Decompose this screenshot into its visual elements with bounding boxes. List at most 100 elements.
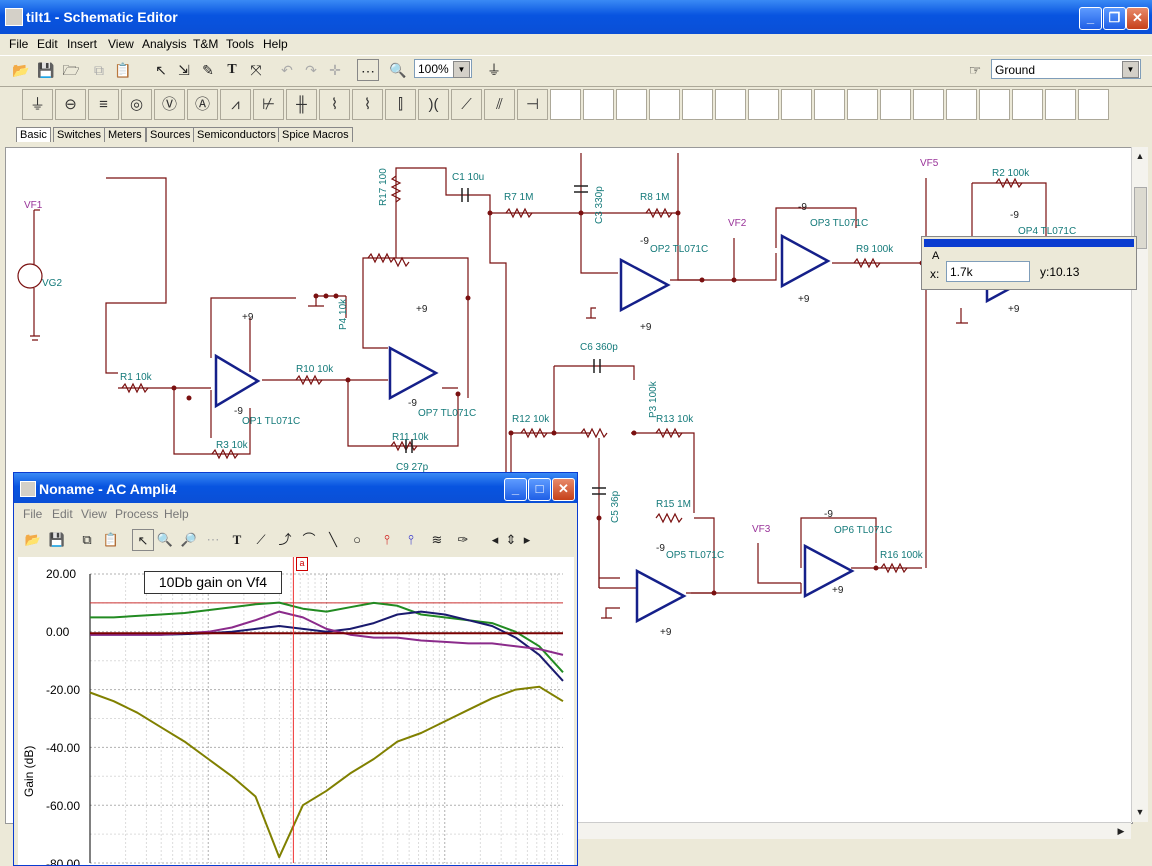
- menu-view[interactable]: View: [108, 37, 134, 51]
- tab-switches[interactable]: Switches: [53, 127, 106, 142]
- wire-select-icon[interactable]: ⇲: [178, 62, 190, 78]
- tab-meters[interactable]: Meters: [104, 127, 146, 142]
- resistor-icon[interactable]: ⩘: [220, 89, 251, 120]
- horizontal-scrollbar[interactable]: ▶: [576, 822, 1131, 839]
- tab-basic[interactable]: Basic: [16, 127, 51, 142]
- paste-icon[interactable]: 📋: [102, 532, 120, 547]
- label-r9[interactable]: R9 100k: [856, 244, 894, 255]
- analysis-menu-process[interactable]: Process: [115, 507, 159, 521]
- analysis-menu-edit[interactable]: Edit: [52, 507, 73, 521]
- label-r15[interactable]: R15 1M: [656, 499, 691, 510]
- label-r17[interactable]: R17 100: [378, 168, 389, 206]
- label-p3[interactable]: P3 100k: [648, 380, 659, 418]
- analysis-window-icon[interactable]: [20, 481, 36, 497]
- open-folder-icon[interactable]: 🗁: [62, 62, 80, 78]
- label-c9[interactable]: C9 27p: [396, 462, 429, 473]
- coupled-inductor-icon[interactable]: )(: [418, 89, 449, 120]
- scroll-down-icon[interactable]: ▼: [1135, 807, 1145, 817]
- open-icon[interactable]: 📂: [24, 532, 42, 547]
- potentiometer-icon[interactable]: ⊬: [253, 89, 284, 120]
- label-vg2[interactable]: VG2: [42, 278, 62, 289]
- ammeter-icon[interactable]: Ⓐ: [187, 89, 218, 120]
- chevron-down-icon[interactable]: ▼: [453, 61, 470, 78]
- scroll-right-icon[interactable]: ▶: [1117, 826, 1125, 836]
- label-vf1[interactable]: VF1: [24, 200, 43, 211]
- label-vf3[interactable]: VF3: [752, 524, 771, 535]
- cursor-a-tag[interactable]: a: [296, 557, 308, 571]
- menu-file[interactable]: File: [9, 37, 29, 51]
- label-r8[interactable]: R8 1M: [640, 192, 669, 203]
- label-r11[interactable]: R11 10k: [392, 432, 430, 443]
- junction-icon[interactable]: ✛: [329, 62, 341, 78]
- select-arrow-icon[interactable]: ↖: [155, 62, 167, 78]
- tab-sources[interactable]: Sources: [146, 127, 195, 142]
- undo-icon[interactable]: ↶: [281, 62, 293, 78]
- cursor-a-icon[interactable]: ⫯: [384, 532, 390, 547]
- shape-tool-icon[interactable]: ⌒: [302, 532, 316, 547]
- zoom-select[interactable]: 100%▼: [414, 59, 472, 78]
- grid-icon[interactable]: ⋯: [206, 532, 220, 547]
- label-r2[interactable]: R2 100k: [992, 168, 1030, 179]
- label-c3[interactable]: C3 330p: [594, 186, 605, 224]
- zoom-in-icon[interactable]: 🔍: [156, 532, 174, 547]
- label-r12[interactable]: R12 10k: [512, 414, 550, 425]
- text-tool-icon[interactable]: T: [232, 532, 242, 547]
- label-c1[interactable]: C1 10u: [452, 172, 484, 183]
- component-select[interactable]: Ground▼: [991, 59, 1141, 79]
- menu-tm[interactable]: T&M: [193, 37, 219, 51]
- wire-tool-icon[interactable]: ⤧: [250, 62, 262, 78]
- analysis-menu-file[interactable]: File: [23, 507, 43, 521]
- analysis-probe-icon[interactable]: ⏚: [487, 62, 501, 78]
- voltage-source-icon[interactable]: ⊖: [55, 89, 86, 120]
- text-tool-icon[interactable]: T: [227, 62, 237, 77]
- menu-edit[interactable]: Edit: [37, 37, 58, 51]
- label-op6[interactable]: OP6 TL071C: [834, 525, 892, 536]
- circle-tool-icon[interactable]: ○: [353, 532, 361, 547]
- menu-analysis[interactable]: Analysis: [142, 37, 187, 51]
- switch-icon[interactable]: ⟋: [451, 89, 482, 120]
- menu-help[interactable]: Help: [263, 37, 288, 51]
- menu-tools[interactable]: Tools: [226, 37, 255, 51]
- arrow-right-icon[interactable]: ▸: [523, 532, 531, 547]
- curves-icon[interactable]: ≋: [431, 532, 443, 547]
- capacitor-icon[interactable]: ╫: [286, 89, 317, 120]
- arrow-left-icon[interactable]: ◂: [491, 532, 499, 547]
- analysis-close-button[interactable]: ✕: [552, 478, 575, 501]
- probe-icon[interactable]: ✑: [457, 532, 469, 547]
- analysis-minimize-button[interactable]: _: [504, 478, 527, 501]
- label-op5[interactable]: OP5 TL071C: [666, 550, 724, 561]
- cursor-x-input[interactable]: 1.7k: [946, 261, 1030, 282]
- select-ground-icon[interactable]: ☞: [968, 62, 982, 78]
- label-r13[interactable]: R13 10k: [656, 414, 694, 425]
- label-vf2[interactable]: VF2: [728, 218, 747, 229]
- label-vf5[interactable]: VF5: [920, 158, 939, 169]
- label-p4[interactable]: P4 10k: [338, 298, 349, 330]
- chevron-down-icon[interactable]: ▼: [1122, 61, 1139, 78]
- paste-icon[interactable]: 📋: [114, 62, 132, 78]
- tab-semiconductors[interactable]: Semiconductors: [193, 127, 280, 142]
- vertical-scrollbar[interactable]: ▲ ▼: [1131, 147, 1148, 822]
- app-icon[interactable]: [5, 8, 23, 26]
- line-tool-icon[interactable]: ⟋: [256, 532, 266, 547]
- current-source-icon[interactable]: ◎: [121, 89, 152, 120]
- label-op7[interactable]: OP7 TL071C: [418, 408, 476, 419]
- label-c6[interactable]: C6 360p: [580, 342, 618, 353]
- ground-icon[interactable]: ⏚: [22, 89, 53, 120]
- label-r7[interactable]: R7 1M: [504, 192, 533, 203]
- label-op3[interactable]: OP3 TL071C: [810, 218, 868, 229]
- restore-button[interactable]: ❐: [1103, 7, 1126, 30]
- open-icon[interactable]: 📂: [12, 62, 30, 78]
- analysis-maximize-button[interactable]: □: [528, 478, 551, 501]
- close-button[interactable]: ✕: [1126, 7, 1149, 30]
- analysis-menu-view[interactable]: View: [81, 507, 107, 521]
- analysis-menu-help[interactable]: Help: [164, 507, 189, 521]
- label-r1[interactable]: R1 10k: [120, 372, 153, 383]
- tab-spice-macros[interactable]: Spice Macros: [278, 127, 353, 142]
- transformer-icon[interactable]: ⫿: [385, 89, 416, 120]
- zoom-icon[interactable]: 🔍: [389, 62, 407, 78]
- variable-capacitor-icon[interactable]: ⫽: [484, 89, 515, 120]
- copy-icon[interactable]: ⧉: [82, 532, 92, 547]
- label-r10[interactable]: R10 10k: [296, 364, 334, 375]
- plot-annotation[interactable]: 10Db gain on Vf4: [144, 571, 282, 594]
- vertical-scroll-thumb[interactable]: [1134, 187, 1147, 249]
